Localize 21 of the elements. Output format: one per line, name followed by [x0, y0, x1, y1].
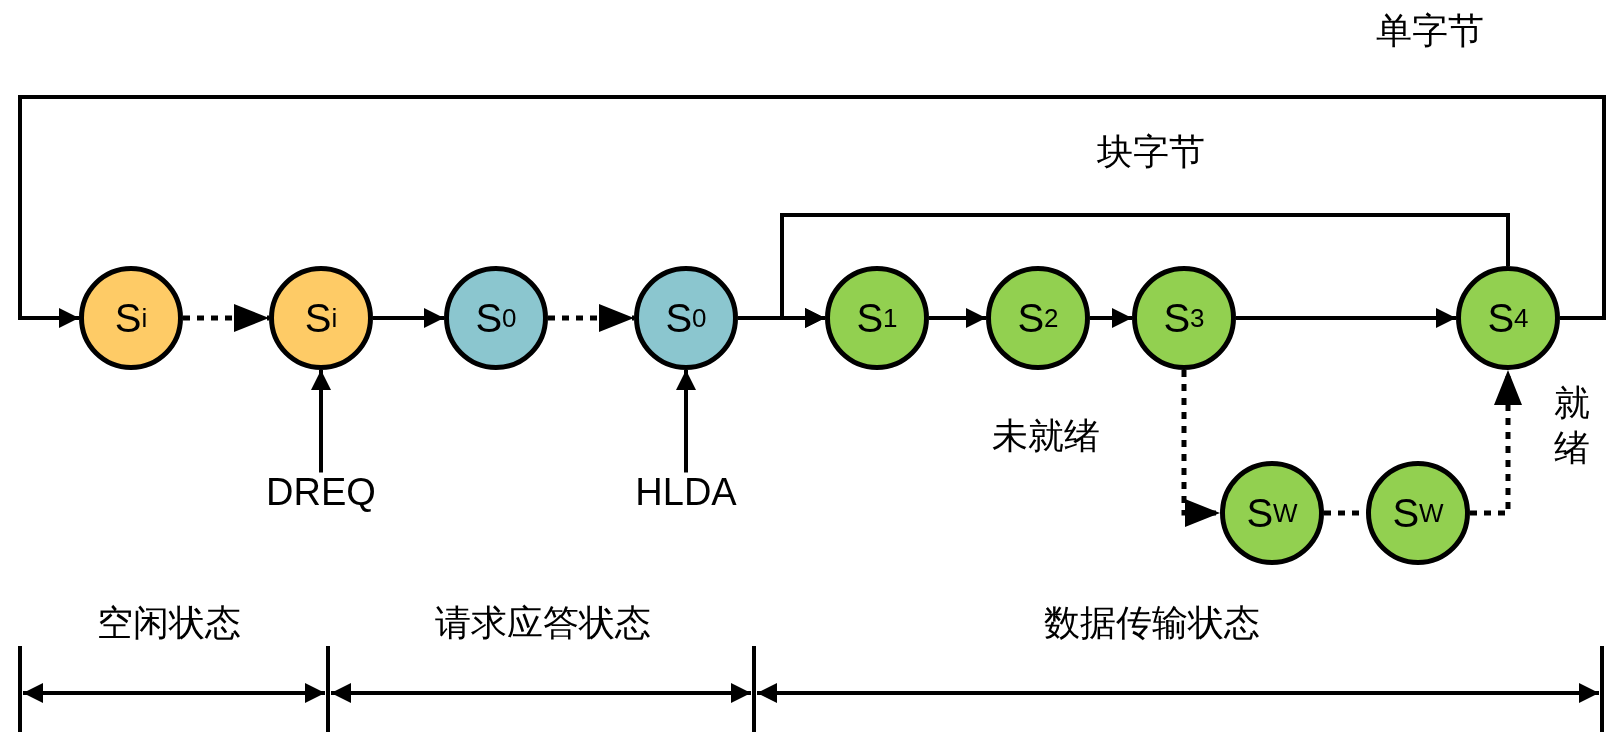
- arrow: [1470, 370, 1522, 516]
- signal-label: HLDA: [635, 470, 737, 514]
- arrow: [183, 304, 269, 332]
- arrow: [929, 308, 986, 328]
- phase-label: 空闲状态: [97, 600, 241, 645]
- arrow: [780, 213, 1510, 328]
- arrow: [1181, 370, 1220, 527]
- edge-label: 单字节: [1376, 8, 1484, 53]
- arrow: [1090, 308, 1132, 328]
- arrow: [1236, 308, 1456, 328]
- arrow: [373, 308, 444, 328]
- phase-label: 数据传输状态: [1044, 600, 1260, 645]
- edge-label: 就绪: [1554, 381, 1590, 470]
- signal-label: DREQ: [266, 470, 376, 514]
- edge-label: 块字节: [1097, 129, 1205, 174]
- phase-label: 请求应答状态: [435, 600, 651, 645]
- arrow: [548, 304, 634, 332]
- edge-label: 未就绪: [992, 413, 1100, 458]
- arrow: [676, 370, 696, 473]
- arrow: [18, 95, 1606, 328]
- arrow: [311, 370, 331, 473]
